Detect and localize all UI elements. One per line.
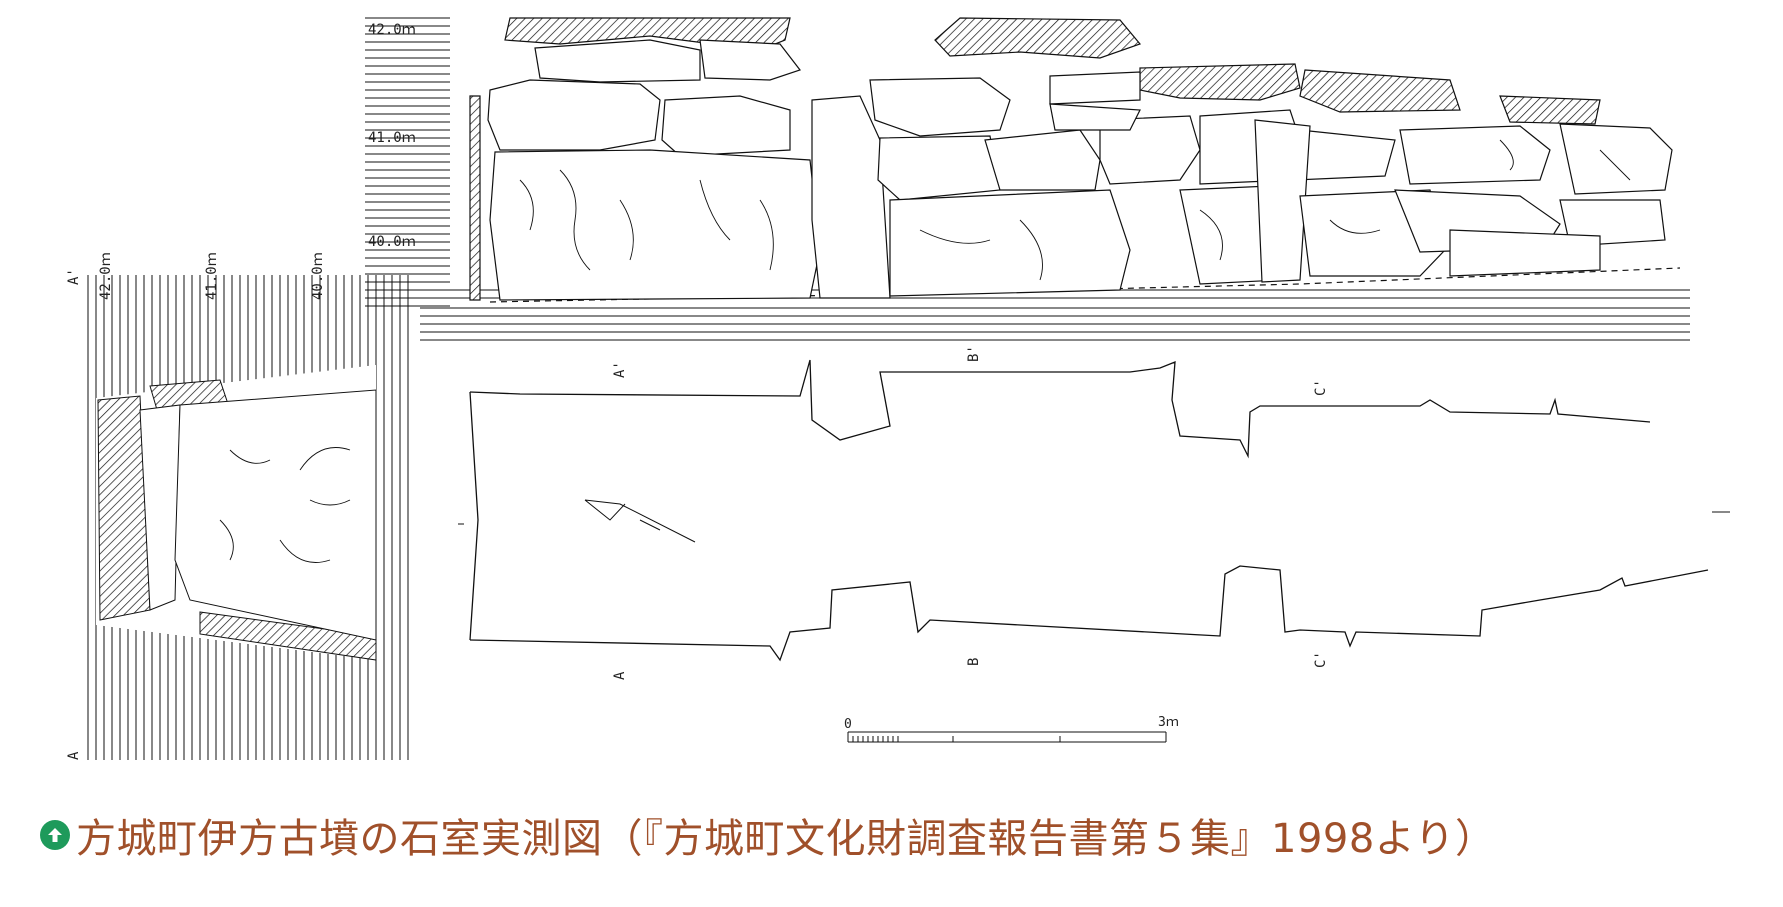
elevation-level-40: 40.0ｍ: [368, 234, 416, 250]
plan-markers: A' B' C' A B C': [612, 345, 1329, 680]
elevation-scale-ticks: [365, 17, 450, 307]
plan-top-marker-c: C': [1313, 379, 1329, 396]
cross-section-level-41: 41.0ｍ: [204, 252, 220, 300]
elevation-level-42: 42.0ｍ: [368, 22, 416, 38]
cross-section-top-label: A': [66, 268, 82, 285]
plan-top-marker-a: A': [612, 361, 628, 378]
plan-bottom-marker-c: C': [1313, 651, 1329, 668]
elevation-level-41: 41.0ｍ: [368, 130, 416, 146]
scale-bar: [847, 731, 1167, 743]
elevation-hatched-caps: [504, 17, 1601, 125]
caption-text: 方城町伊方古墳の石室実測図（『方城町文化財調査報告書第５集』1998より）: [76, 816, 1496, 862]
elevation-crack-lines: [519, 139, 1631, 281]
cross-section-level-40: 40.0ｍ: [310, 252, 326, 300]
scale-bar-labels: 0 3ｍ: [844, 715, 1179, 732]
elevation-wall-stones: [487, 39, 1673, 301]
plan-bottom-marker-a: A: [612, 671, 628, 680]
cross-section-view: [87, 275, 409, 760]
plan-view: [458, 359, 1730, 662]
plan-top-marker-b: B': [966, 345, 982, 362]
elevation-view: [365, 17, 1690, 341]
cross-section-level-42: 42.0ｍ: [98, 252, 114, 300]
scale-bar-start: 0: [844, 717, 852, 732]
plan-bottom-marker-b: B: [966, 658, 982, 666]
scale-bar-end: 3ｍ: [1158, 715, 1179, 730]
elevation-level-labels: 42.0ｍ 41.0ｍ 40.0ｍ: [368, 22, 416, 250]
figure-caption: 方城町伊方古墳の石室実測図（『方城町文化財調査報告書第５集』1998より）: [40, 806, 1496, 864]
cross-section-bottom-label: A: [66, 751, 82, 760]
cross-section-labels: A' 42.0ｍ 41.0ｍ 40.0ｍ A: [66, 252, 326, 760]
up-arrow-circle-icon: [40, 820, 70, 850]
